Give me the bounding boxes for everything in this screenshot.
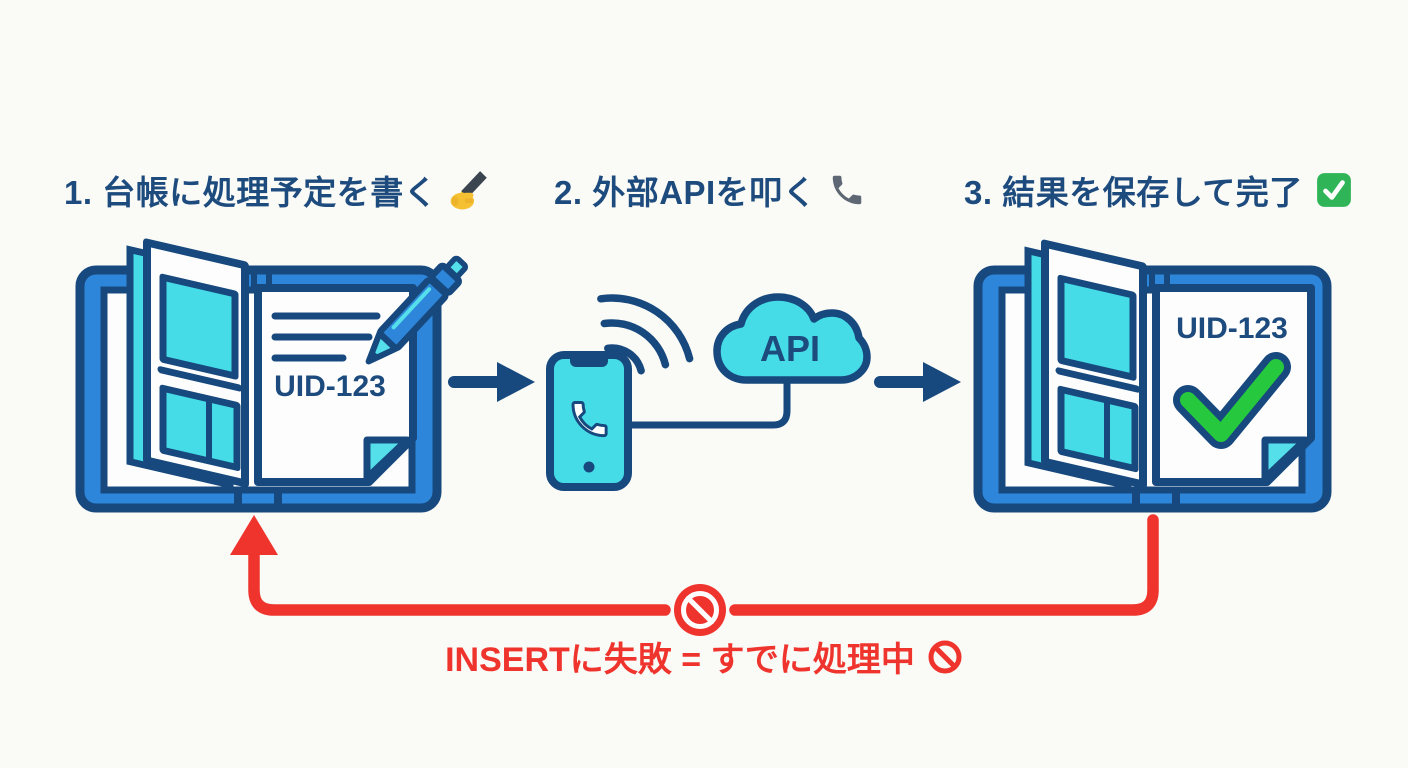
uid-123-label-step1: UID-123	[274, 370, 386, 403]
api-cloud-icon: API	[713, 293, 871, 384]
smartphone-icon	[546, 351, 632, 491]
step-2-heading: 2. 外部APIを叩く	[554, 166, 866, 214]
telephone-receiver-icon	[832, 175, 862, 205]
pen-icon	[365, 255, 469, 365]
phone-cloud-connector-line	[628, 378, 791, 429]
retry-loop-arrow	[230, 514, 1159, 636]
home-button-dot	[583, 461, 595, 473]
book-spine	[234, 268, 282, 511]
flow-arrow-1-icon	[448, 362, 535, 402]
ledger-book-step3-illustration: UID-123	[973, 239, 1332, 513]
book-spine	[1132, 268, 1180, 511]
check-mark-button-icon	[1316, 173, 1351, 207]
ledger-text-lines	[271, 312, 381, 362]
page-fold-corner	[363, 436, 411, 482]
no-entry-sign-icon	[674, 584, 726, 636]
step-2-label: 2. 外部APIを叩く	[554, 174, 817, 211]
left-page	[126, 238, 249, 490]
step-1-label: 1. 台帳に処理予定を書く	[64, 174, 438, 211]
left-page	[1024, 239, 1147, 491]
ledger-book-step1-illustration: UID-123	[75, 238, 469, 513]
failure-caption-text: INSERTに失敗 = すでに処理中	[445, 641, 915, 679]
flow-arrow-2-icon	[874, 362, 961, 402]
uid-123-label-step3: UID-123	[1176, 312, 1288, 345]
check-mark-icon	[1173, 352, 1291, 449]
failure-caption: INSERTに失敗 = すでに処理中	[399, 632, 1009, 681]
step-1-heading: 1. 台帳に処理予定を書く	[64, 166, 489, 214]
page-fold-corner	[1261, 436, 1309, 482]
wifi-waves-icon	[597, 294, 694, 375]
phone-api-illustration: API	[546, 293, 871, 491]
api-label: API	[760, 328, 820, 369]
step-3-heading: 3. 結果を保存して完了	[964, 166, 1353, 214]
step-3-label: 3. 結果を保存して完了	[964, 174, 1303, 211]
prohibited-sign-icon	[928, 640, 962, 673]
handset-icon	[571, 401, 608, 438]
loop-arrowhead	[230, 515, 278, 555]
writing-hand-icon	[450, 171, 487, 210]
